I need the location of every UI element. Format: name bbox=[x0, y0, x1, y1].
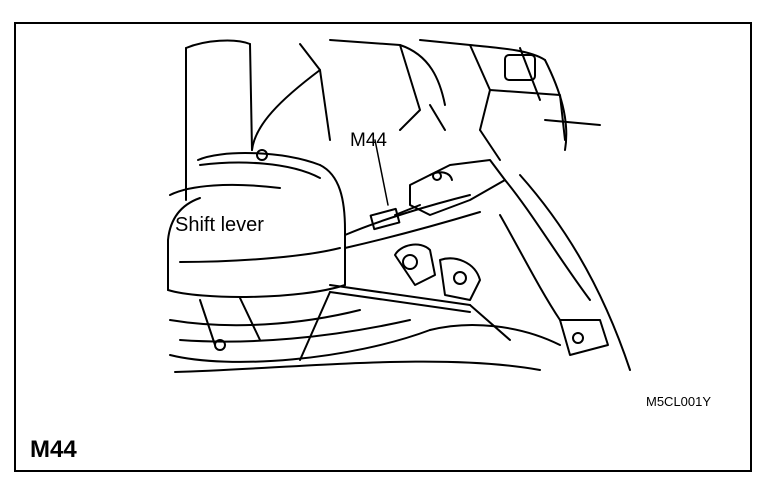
shift-lever-label: Shift lever bbox=[175, 214, 264, 236]
connector-bracket bbox=[344, 139, 506, 249]
lower-mechanism bbox=[169, 174, 631, 373]
figure-frame bbox=[14, 22, 752, 472]
upper-housing bbox=[329, 39, 601, 161]
connector-callout-label: M44 bbox=[350, 130, 387, 151]
figure-code: M5CL001Y bbox=[646, 394, 712, 409]
seat-console-outline bbox=[167, 39, 346, 298]
connector-id-heading: M44 bbox=[30, 436, 77, 463]
